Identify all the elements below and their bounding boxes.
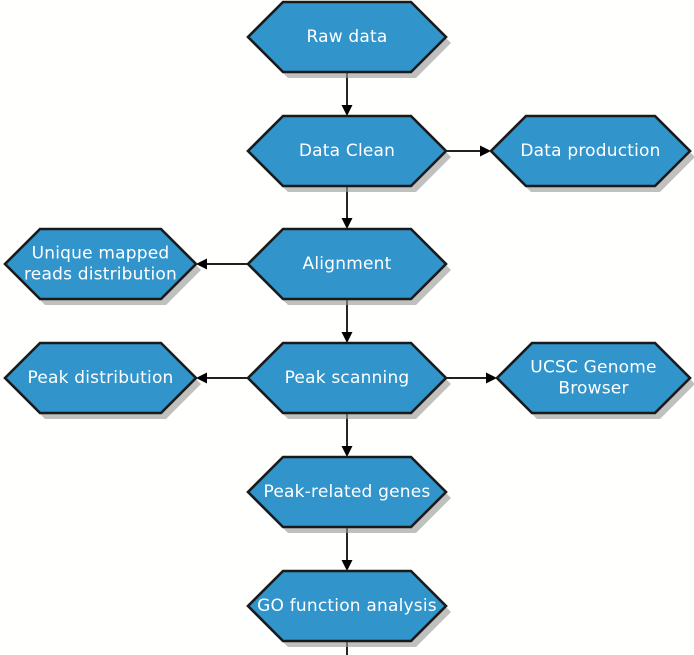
edge-peak-scanning-to-peak-distribution [196, 372, 248, 384]
edges-layer [196, 72, 497, 655]
node-hexagon[interactable] [246, 114, 448, 188]
edge-peak-scanning-to-peak-related-genes [341, 413, 353, 457]
node-hexagon[interactable] [3, 341, 198, 415]
node-data-production[interactable]: Data production [489, 114, 694, 192]
node-hexagon[interactable] [246, 341, 448, 415]
edge-alignment-to-unique-mapped-reads-distribution [196, 258, 248, 270]
node-hexagon[interactable] [246, 227, 448, 301]
edge-raw-data-to-data-clean [341, 72, 353, 116]
node-hexagon[interactable] [3, 227, 198, 301]
node-hexagon[interactable] [489, 114, 692, 188]
arrowhead [341, 105, 353, 116]
edge-peak-scanning-to-ucsc-genome-browser [446, 372, 497, 384]
node-hexagon[interactable] [246, 569, 448, 643]
node-raw-data[interactable]: Raw data [246, 0, 451, 78]
node-hexagon[interactable] [246, 0, 448, 74]
arrowhead [341, 446, 353, 457]
edge-peak-related-genes-to-go-function-analysis [341, 527, 353, 571]
arrowhead [341, 332, 353, 343]
node-hexagon[interactable] [246, 455, 448, 529]
node-peak-distribution[interactable]: Peak distribution [3, 341, 201, 419]
node-go-function-analysis[interactable]: GO function analysis [246, 569, 451, 647]
edge-data-clean-to-data-production [446, 145, 491, 157]
node-peak-related-genes[interactable]: Peak-related genes [246, 455, 451, 533]
edge-data-clean-to-alignment [341, 186, 353, 229]
arrowhead [196, 258, 207, 270]
arrowhead [486, 372, 497, 384]
arrowhead [196, 372, 207, 384]
node-alignment[interactable]: Alignment [246, 227, 451, 305]
node-hexagon[interactable] [495, 341, 692, 415]
edge-alignment-to-peak-scanning [341, 299, 353, 343]
node-data-clean[interactable]: Data Clean [246, 114, 451, 192]
arrowhead [480, 145, 491, 157]
arrowhead [341, 560, 353, 571]
arrowhead [341, 218, 353, 229]
node-peak-scanning[interactable]: Peak scanning [246, 341, 451, 419]
